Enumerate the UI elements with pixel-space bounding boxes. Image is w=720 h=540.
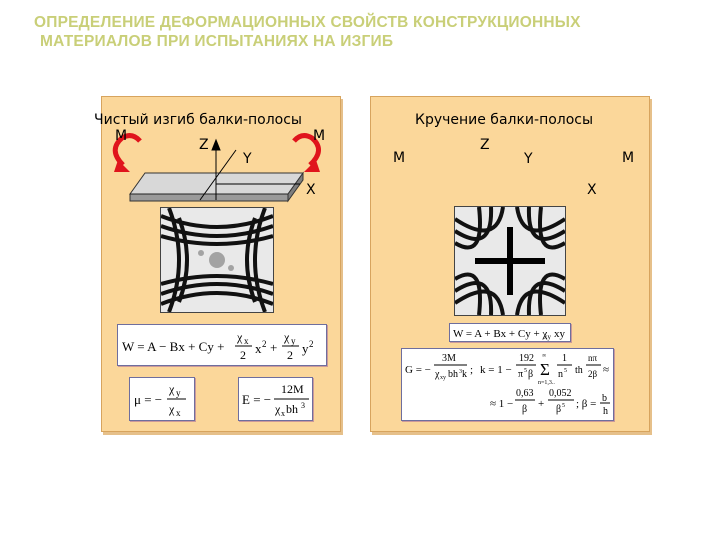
svg-text:nπ: nπ — [588, 353, 598, 363]
svg-text:≈: ≈ — [603, 364, 609, 376]
bending-caption: Чистый изгиб балки-полосы — [94, 112, 302, 128]
svg-text:2: 2 — [262, 339, 267, 349]
svg-text:W = A − Bx + Cy +: W = A − Bx + Cy + — [122, 339, 224, 354]
svg-text:xy: xy — [554, 328, 566, 340]
svg-text:bh: bh — [286, 402, 298, 416]
page-title: ОПРЕДЕЛЕНИЕ ДЕФОРМАЦИОННЫХ СВОЙСТВ КОНСТ… — [34, 13, 694, 51]
svg-text:2: 2 — [287, 348, 293, 362]
svg-text:W = A + Bx + Cy + χ: W = A + Bx + Cy + χ — [453, 328, 547, 340]
svg-text:k = 1 −: k = 1 − — [480, 364, 512, 376]
svg-text:0,63: 0,63 — [516, 388, 534, 399]
svg-text:μ = −: μ = − — [134, 392, 162, 407]
svg-text:;: ; — [470, 364, 473, 376]
svg-text:3: 3 — [301, 401, 305, 410]
bending-axes — [199, 138, 300, 201]
svg-text:2: 2 — [240, 348, 246, 362]
svg-text:; β =: ; β = — [576, 398, 596, 410]
bending-beam — [129, 171, 304, 203]
svg-text:12M: 12M — [281, 382, 304, 396]
torsion-label-m-left: M — [393, 150, 406, 166]
svg-text:5: 5 — [524, 368, 527, 374]
svg-text:192: 192 — [519, 353, 534, 364]
svg-text:x: x — [255, 341, 262, 356]
title-line-1: ОПРЕДЕЛЕНИЕ ДЕФОРМАЦИОННЫХ СВОЙСТВ КОНСТ… — [34, 14, 581, 31]
svg-text:+: + — [538, 398, 544, 410]
bending-label-z: Z — [199, 137, 209, 153]
svg-text:≈ 1 −: ≈ 1 − — [490, 398, 513, 410]
svg-text:k: k — [462, 369, 467, 380]
svg-text:y: y — [302, 341, 309, 356]
svg-text:y: y — [291, 336, 296, 346]
torsion-deflection-formula: W = A + Bx + Cy + χ xy xy — [449, 323, 571, 342]
svg-text:β: β — [556, 404, 561, 415]
torsion-label-z: Z — [480, 137, 490, 153]
svg-text:χ: χ — [434, 369, 440, 380]
svg-text:x: x — [176, 408, 181, 418]
svg-text:χ: χ — [168, 382, 175, 396]
bending-moment-arrow-left — [112, 133, 142, 172]
svg-text:1: 1 — [562, 353, 567, 364]
svg-text:xy: xy — [440, 375, 446, 381]
svg-text:n=1,3..: n=1,3.. — [538, 380, 555, 386]
svg-text:3: 3 — [459, 369, 462, 375]
svg-text:χ: χ — [274, 402, 281, 416]
svg-text:π: π — [518, 369, 523, 380]
svg-text:β: β — [528, 369, 533, 380]
svg-text:bh: bh — [448, 369, 458, 380]
torsion-caption: Кручение балки-полосы — [415, 112, 594, 128]
svg-text:n: n — [558, 369, 563, 380]
svg-text:x: x — [281, 409, 285, 418]
torsion-label-y: Y — [524, 151, 533, 167]
svg-text:χ: χ — [283, 330, 290, 344]
svg-text:∞: ∞ — [542, 353, 546, 359]
svg-text:β: β — [522, 404, 527, 415]
svg-text:5: 5 — [562, 403, 565, 409]
bending-label-x: X — [306, 182, 316, 198]
bending-label-m-left: M — [115, 128, 128, 144]
svg-text:y: y — [176, 388, 181, 398]
svg-text:Σ: Σ — [540, 360, 550, 379]
svg-text:2: 2 — [309, 339, 314, 349]
bending-label-y: Y — [243, 151, 252, 167]
svg-text:2β: 2β — [588, 369, 598, 379]
svg-text:E = −: E = − — [242, 392, 271, 407]
svg-text:0,052: 0,052 — [549, 388, 572, 399]
bending-fringe-pattern — [160, 207, 274, 313]
svg-text:χ: χ — [168, 402, 175, 416]
svg-text:3M: 3M — [442, 353, 456, 364]
svg-text:G = −: G = − — [405, 364, 431, 376]
svg-text:χ: χ — [236, 330, 243, 344]
svg-text:+: + — [270, 340, 277, 355]
svg-text:5: 5 — [564, 368, 567, 374]
elastic-modulus-formula: E = − 12M χ x bh 3 — [238, 377, 313, 421]
bending-moment-arrow-right — [292, 133, 321, 172]
torsion-label-x: X — [587, 182, 597, 198]
svg-text:th: th — [575, 365, 583, 376]
svg-text:xy: xy — [544, 333, 552, 341]
title-line-2: МАТЕРИАЛОВ ПРИ ИСПЫТАНИЯХ НА ИЗГИБ — [40, 33, 394, 50]
svg-text:x: x — [244, 336, 249, 346]
torsion-fringe-pattern — [453, 206, 567, 316]
shear-modulus-formula: G = − 3M χ xy bh 3 k ; k = 1 − 192 π 5 β… — [401, 348, 614, 421]
poisson-ratio-formula: μ = − χ y χ x — [129, 377, 195, 421]
svg-text:b: b — [602, 393, 607, 404]
torsion-label-m-right: M — [622, 150, 635, 166]
svg-text:h: h — [603, 406, 608, 417]
bending-label-m-right: M — [313, 128, 326, 144]
bending-deflection-formula: W = A − Bx + Cy + χ x 2 x 2 + χ y 2 y 2 — [117, 324, 327, 366]
